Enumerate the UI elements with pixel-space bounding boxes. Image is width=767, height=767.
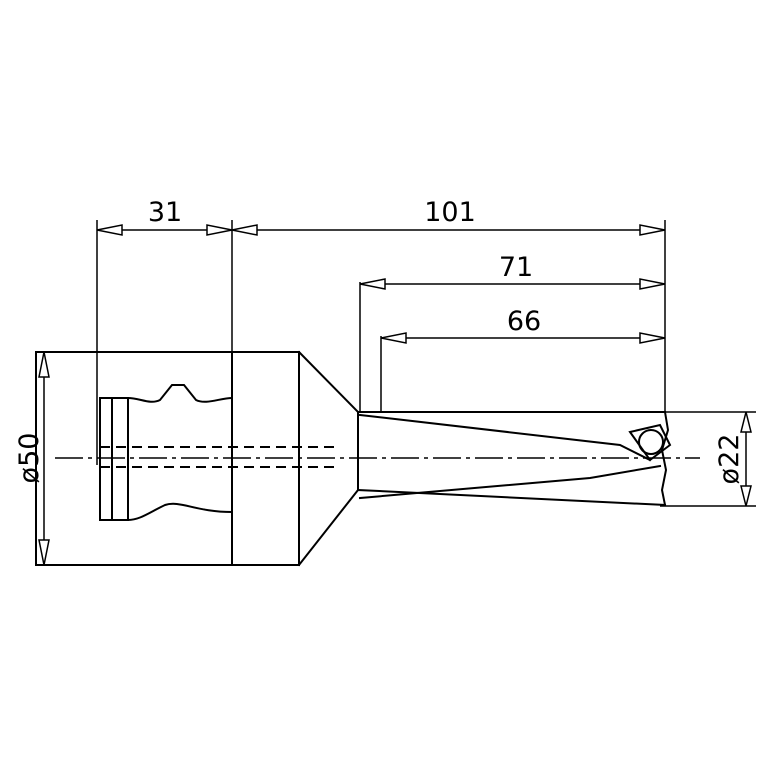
- dim-diameter-50: ø50: [14, 351, 50, 566]
- dim-diameter-22: ø22: [714, 411, 752, 507]
- dim-101: 101: [231, 197, 666, 236]
- dim-31: 31: [96, 197, 233, 236]
- dim-71: 71: [359, 252, 666, 290]
- coolant-channel: [100, 446, 340, 468]
- dim-66: 66: [380, 306, 666, 344]
- dim-71-label: 71: [499, 252, 533, 283]
- drill-body: [356, 410, 672, 507]
- extension-lines: [36, 220, 756, 566]
- dim-101-label: 101: [424, 197, 476, 228]
- dim-66-label: 66: [507, 306, 541, 337]
- dim-31-label: 31: [148, 197, 182, 228]
- insert-screw-icon: [638, 429, 664, 455]
- dim-diameter-50-label: ø50: [14, 433, 45, 484]
- dim-diameter-22-label: ø22: [714, 434, 745, 485]
